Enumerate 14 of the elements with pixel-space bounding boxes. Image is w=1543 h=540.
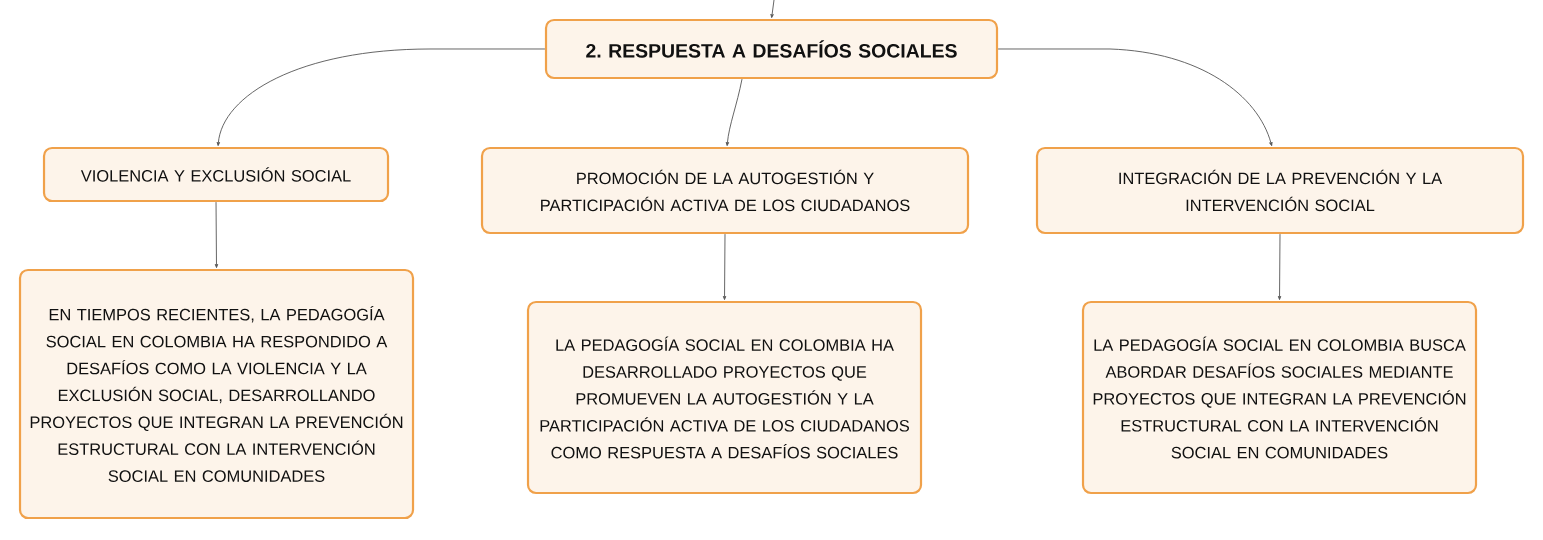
arrow <box>725 78 743 147</box>
arrow <box>216 48 546 147</box>
concept-box: VIOLENCIA Y EXCLUSIÓN SOCIAL <box>42 146 390 203</box>
description-box: LA PEDAGOGÍA SOCIAL EN COLOMBIA BUSCA ABORDAR DESAFÍOS SOCIALES MEDIANTE PROYECTOS QUE INTEGRAN LA PREVENCIÓN ESTRUCTURAL CON LA INTERVENCIÓN SOCIAL EN COMUNIDADES <box>1081 300 1478 495</box>
concept-box: INTEGRACIÓN DE LA PREVENCIÓN Y LA INTERVENCIÓN SOCIAL <box>1035 146 1525 235</box>
topic-box: 2. RESPUESTA A DESAFÍOS SOCIALES <box>544 18 999 80</box>
description-box: EN TIEMPOS RECIENTES, LA PEDAGOGÍA SOCIAL EN COLOMBIA HA RESPONDIDO A DESAFÍOS COMO LA VIOLENCIA Y LA EXCLUSIÓN SOCIAL, DESARROLLANDO PROYECTOS QUE INTEGRAN LA PREVENCIÓN ESTRUCTURAL CON LA INTERVENCIÓN SOCIAL EN COMUNIDADES <box>18 268 415 520</box>
arrow <box>214 201 219 269</box>
arrow <box>1277 233 1282 301</box>
description-box: LA PEDAGOGÍA SOCIAL EN COLOMBIA HA DESARROLLADO PROYECTOS QUE PROMUEVEN LA AUTOGESTIÓN Y LA PARTICIPACIÓN ACTIVA DE LOS CIUDADANOS COMO RESPUESTA A DESAFÍOS SOCIALES <box>526 300 923 495</box>
arrow <box>722 233 727 301</box>
concept-box: PROMOCIÓN DE LA AUTOGESTIÓN Y PARTICIPACIÓN ACTIVA DE LOS CIUDADANOS <box>480 146 970 235</box>
arrow <box>770 0 775 19</box>
arrow <box>997 48 1273 147</box>
